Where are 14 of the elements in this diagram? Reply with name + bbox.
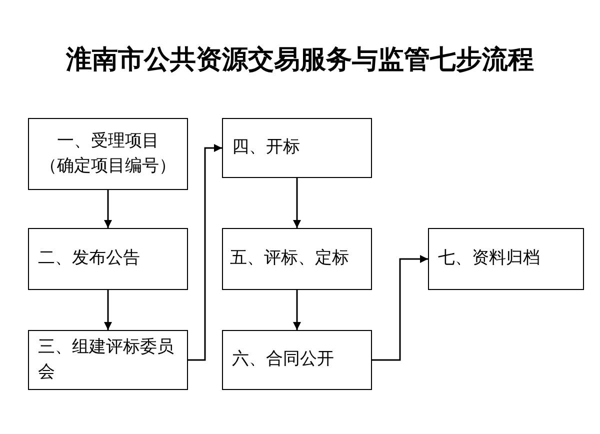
process-box: 四、开标 bbox=[222, 118, 372, 178]
arrow bbox=[104, 190, 112, 228]
arrow bbox=[293, 290, 301, 330]
process-box: 一、受理项目（确定项目编号） bbox=[28, 118, 188, 190]
arrow bbox=[372, 255, 428, 361]
process-box: 六、合同公开 bbox=[222, 330, 372, 390]
arrow bbox=[104, 290, 112, 330]
title: 淮南市公共资源交易服务与监管七步流程 bbox=[64, 44, 535, 77]
arrow bbox=[293, 178, 301, 228]
process-box: 三、组建评标委员会 bbox=[28, 330, 188, 390]
process-box: 二、发布公告 bbox=[28, 228, 188, 290]
process-box: 五、评标、定标 bbox=[222, 228, 372, 290]
arrow bbox=[188, 144, 222, 361]
process-box: 七、资料归档 bbox=[428, 228, 584, 290]
